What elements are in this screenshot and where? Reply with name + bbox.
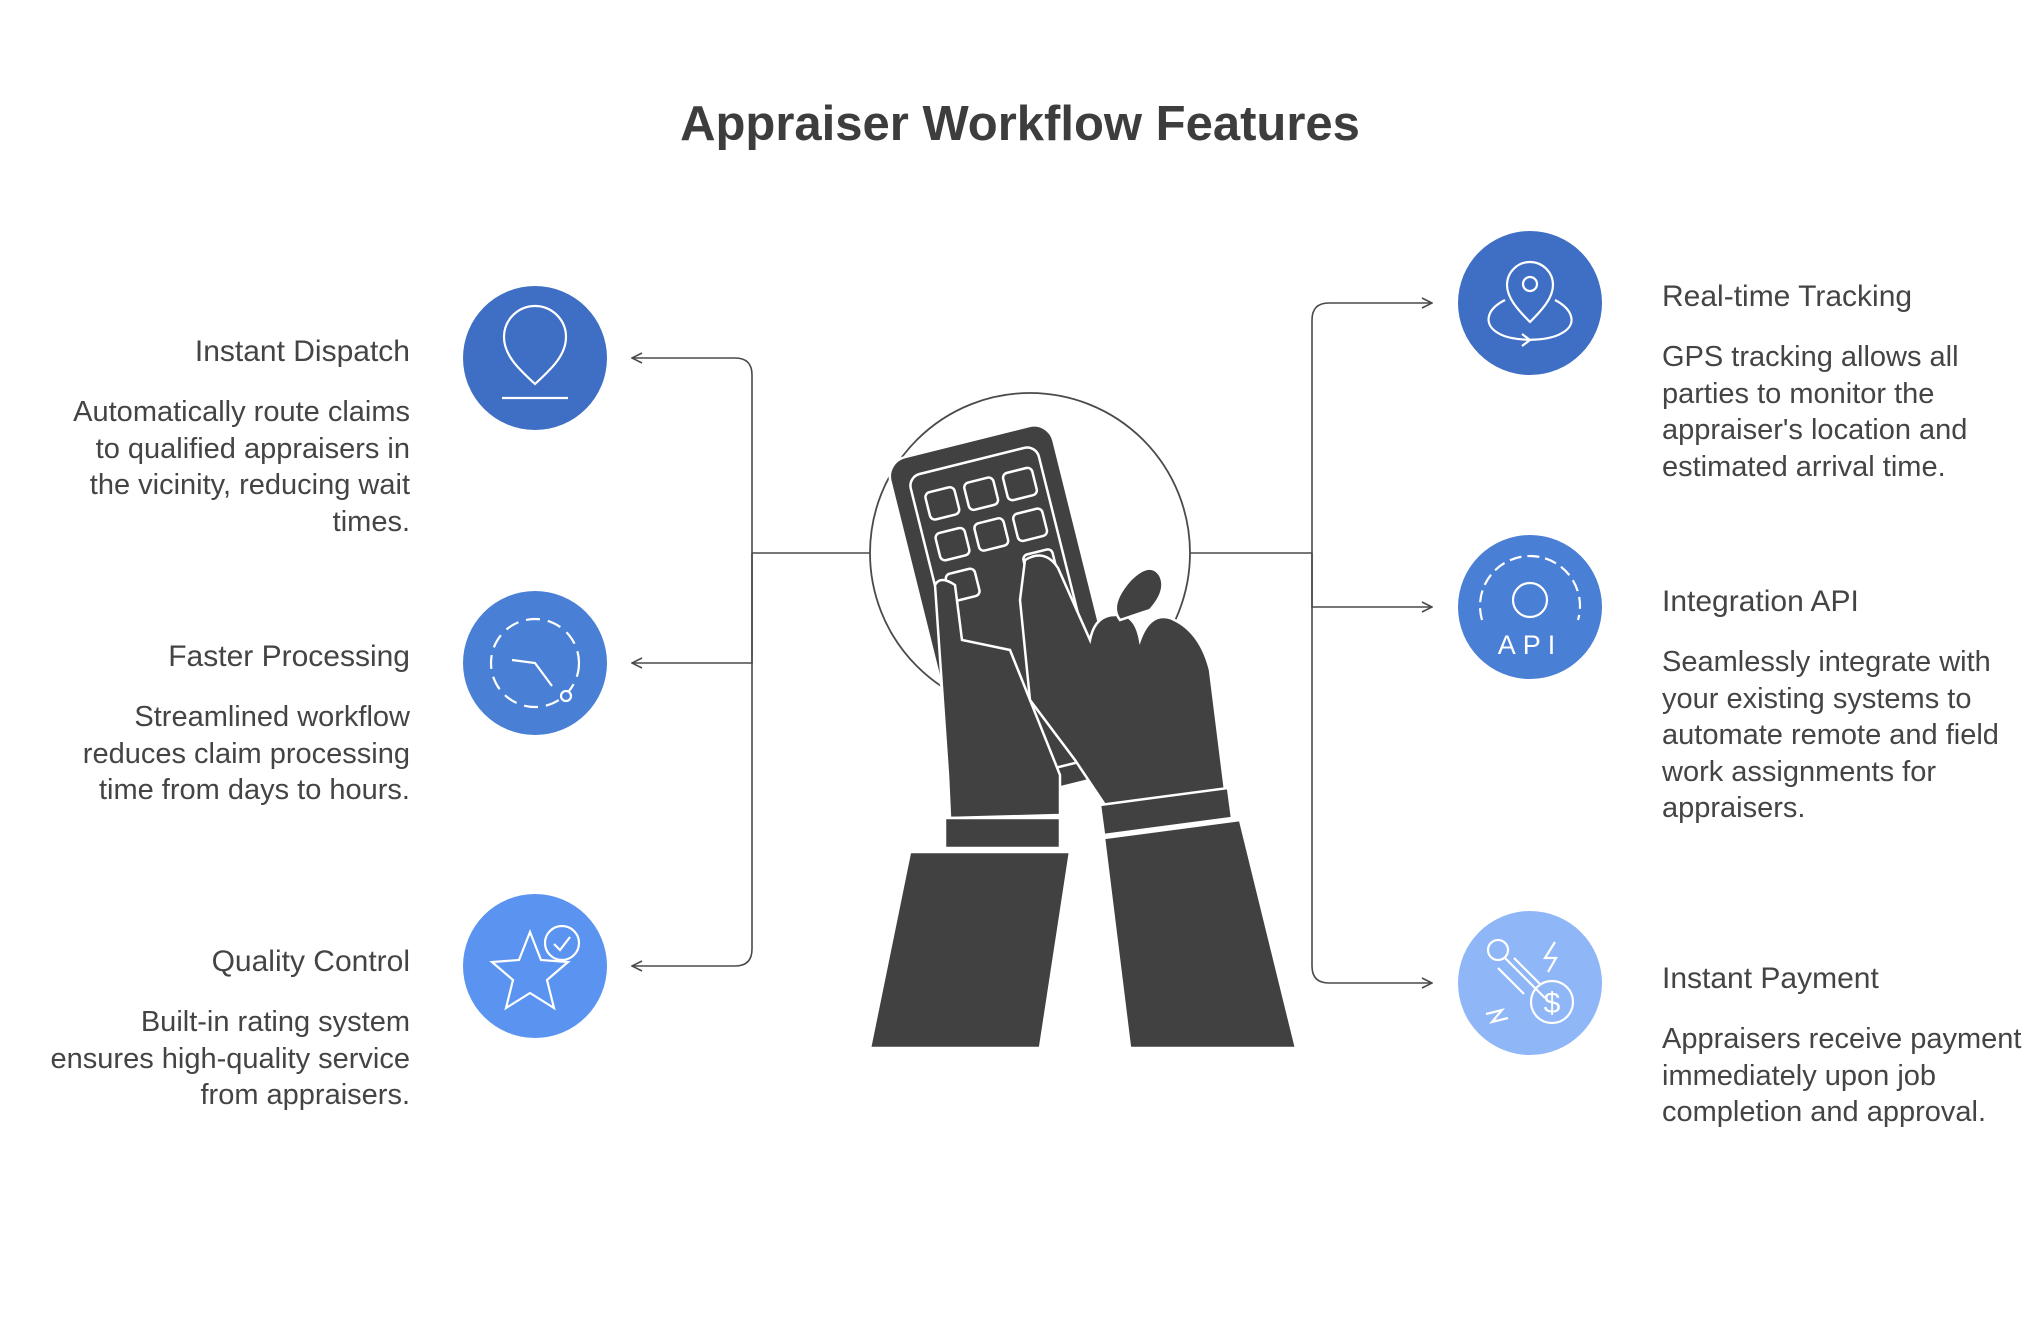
star-check-icon (463, 894, 607, 1038)
feature-description: GPS tracking allows all parties to monit… (1662, 341, 1968, 483)
connector-instant-dispatch (632, 358, 753, 553)
page-title: Appraiser Workflow Features (680, 97, 1360, 151)
api-gear-icon: API (1458, 535, 1602, 679)
location-pin-icon (463, 286, 607, 430)
feature-instant-dispatch: Instant Dispatch Automatically route cla… (50, 334, 410, 540)
feature-realtime-tracking: Real-time Tracking GPS tracking allows a… (1662, 279, 2022, 485)
feature-heading: Integration API (1662, 585, 1859, 618)
connector-integration-api (1311, 553, 1432, 607)
right-hand (1018, 554, 1227, 807)
right-thumb (1114, 567, 1164, 622)
feature-description: Appraisers receive payment immediately u… (1662, 1023, 2022, 1128)
feature-instant-payment: Instant Payment Appraisers receive payme… (1662, 961, 2022, 1131)
left-sleeve (868, 850, 1072, 1050)
feature-faster-processing: Faster Processing Streamlined workflow r… (50, 639, 410, 809)
connector-quality-control (632, 553, 753, 966)
hands-holding-phone-icon (868, 392, 1298, 1050)
feature-heading: Instant Payment (1662, 962, 1879, 995)
feature-heading: Faster Processing (168, 640, 410, 673)
feature-description: Built-in rating system ensures high-qual… (50, 1006, 410, 1111)
connector-lines (632, 303, 1432, 983)
connector-instant-payment (1311, 553, 1432, 983)
payment-plug-icon: $ (1458, 911, 1602, 1055)
feature-integration-api: Integration API Seamlessly integrate wit… (1662, 584, 2022, 827)
feature-heading: Quality Control (211, 945, 410, 978)
feature-description: Seamlessly integrate with your existing … (1662, 646, 1999, 824)
dollar-icon-label: $ (1544, 987, 1561, 1020)
feature-heading: Real-time Tracking (1662, 280, 1913, 313)
feature-quality-control: Quality Control Built-in rating system e… (50, 944, 410, 1114)
gps-pin-icon (1458, 231, 1602, 375)
feature-description: Automatically route claims to qualified … (73, 396, 410, 538)
right-sleeve (1102, 818, 1298, 1050)
left-hand (933, 578, 1062, 820)
connector-realtime-tracking (1311, 303, 1432, 553)
feature-description: Streamlined workflow reduces claim proce… (82, 701, 410, 806)
stopwatch-icon (463, 591, 607, 735)
api-icon-label: API (1498, 630, 1563, 660)
connector-faster-processing (632, 553, 753, 663)
feature-heading: Instant Dispatch (194, 335, 410, 368)
